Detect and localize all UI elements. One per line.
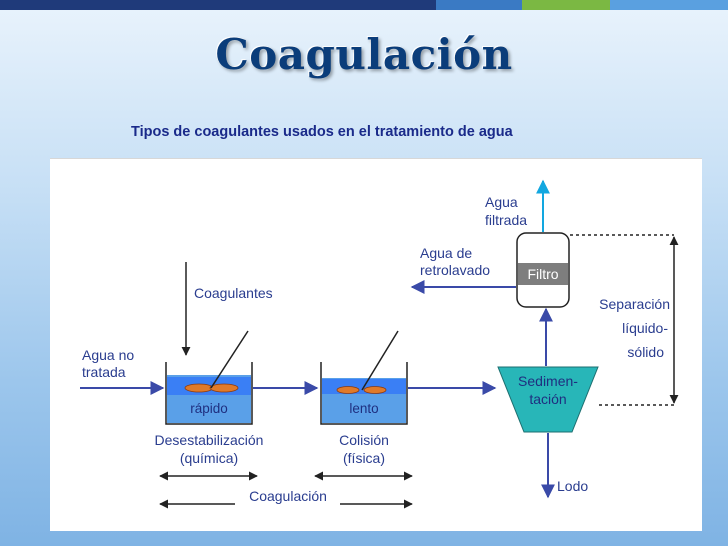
slide-subtitle: Tipos de coagulantes usados en el tratam… bbox=[131, 124, 513, 140]
filter-vessel bbox=[516, 232, 570, 308]
rapid-tank-label: rápido bbox=[190, 401, 228, 416]
rapid-mix-tank bbox=[165, 330, 253, 425]
slow-tank-label: lento bbox=[349, 401, 378, 416]
backwash-label: Agua de bbox=[420, 245, 472, 261]
top-bar-segment bbox=[436, 0, 522, 10]
sedimentation-sublabel: tación bbox=[529, 391, 566, 407]
top-bar-segment bbox=[0, 0, 436, 10]
sedimentation-basin bbox=[497, 366, 599, 433]
top-bar-segment bbox=[522, 0, 610, 10]
coagulation-process-diagram: Agua no tratada Coagulantes rápido lento bbox=[80, 179, 679, 509]
diagram-panel: Agua no tratada Coagulantes rápido lento bbox=[50, 158, 702, 531]
slide-title: Coagulación bbox=[215, 30, 513, 79]
coagulation-label-backdrop bbox=[235, 486, 340, 506]
separation-sublabel-2: sólido bbox=[627, 344, 664, 360]
slow-mix-tank bbox=[320, 330, 408, 425]
separation-sublabel-1: líquido- bbox=[622, 320, 668, 336]
collision-label: Colisión bbox=[339, 432, 389, 448]
filtered-water-label: Agua bbox=[485, 194, 518, 210]
coagulation-span-label: Coagulación bbox=[249, 488, 327, 504]
destabilization-sublabel: (química) bbox=[180, 450, 238, 466]
filter-label: Filtro bbox=[527, 266, 558, 282]
coagulants-label: Coagulantes bbox=[194, 285, 273, 301]
filtered-water-sublabel: filtrada bbox=[485, 212, 527, 228]
input-water-label-2: tratada bbox=[82, 364, 126, 380]
input-water-label-1: Agua no bbox=[82, 347, 134, 363]
sedimentation-label: Sedimen- bbox=[518, 373, 578, 389]
destabilization-label: Desestabilización bbox=[155, 432, 264, 448]
collision-sublabel: (física) bbox=[343, 450, 385, 466]
separation-label: Separación bbox=[599, 296, 670, 312]
backwash-sublabel: retrolavado bbox=[420, 262, 490, 278]
top-color-bar bbox=[0, 0, 728, 10]
sludge-label: Lodo bbox=[557, 478, 588, 494]
top-bar-segment bbox=[610, 0, 728, 10]
